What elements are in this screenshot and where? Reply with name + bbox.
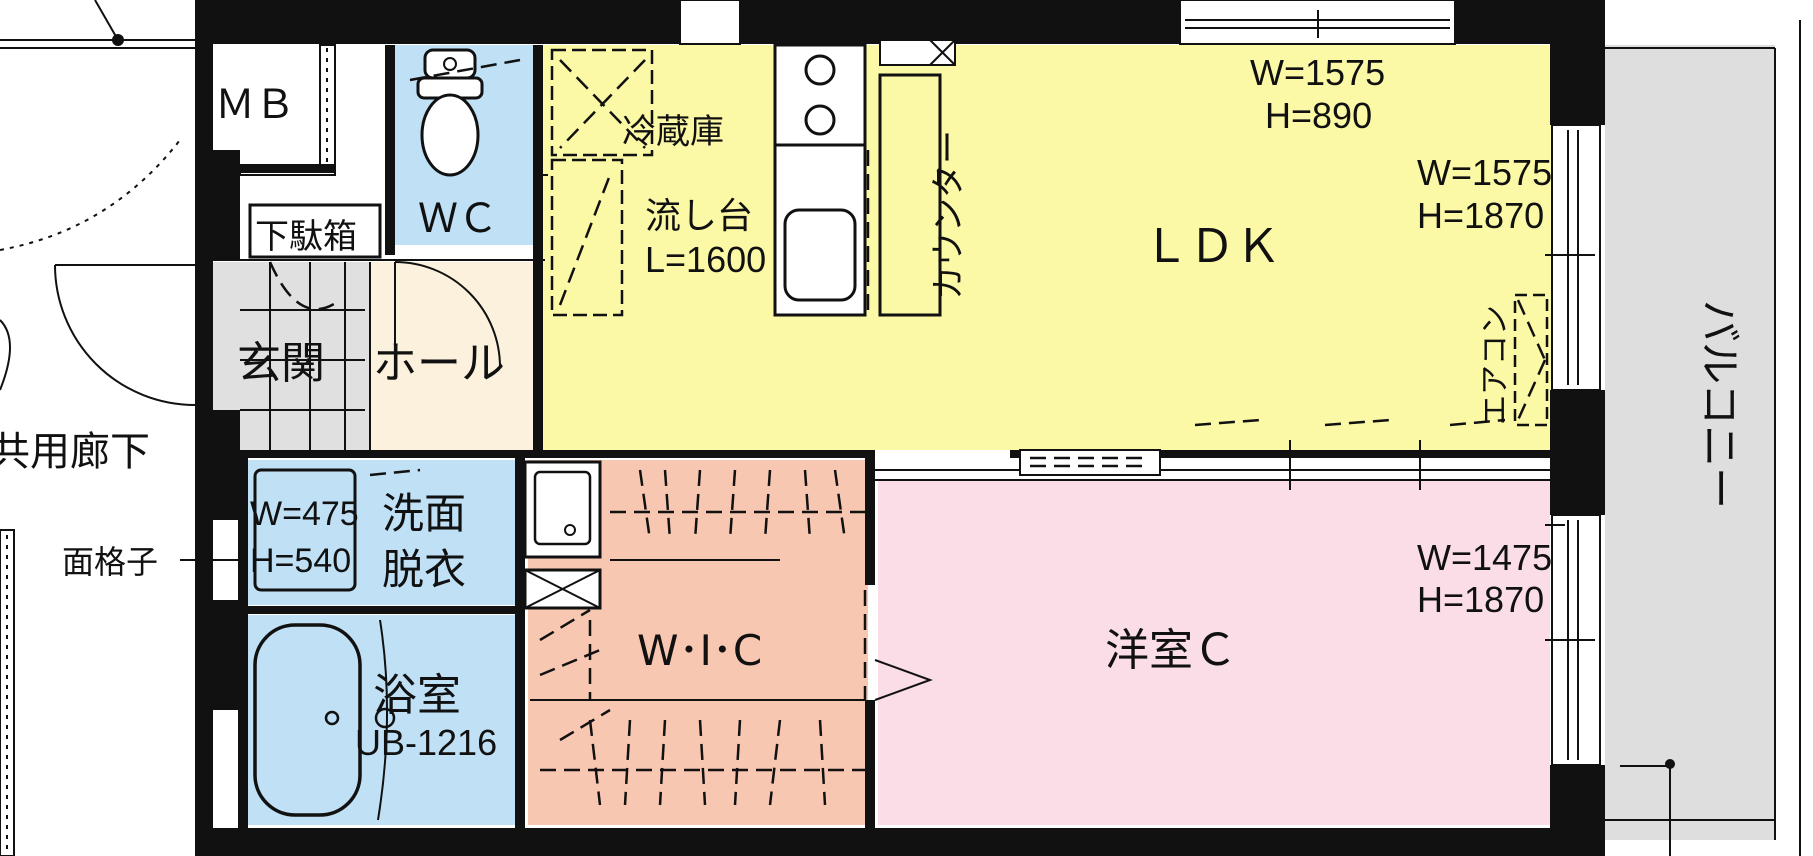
senmen-label: 洗面 <box>382 489 466 538</box>
getabako-label: 下駄箱 <box>255 217 357 257</box>
senmen-window-w: W=475 <box>250 495 359 533</box>
sliding-door-ldk <box>1019 254 1565 641</box>
reizoko-label: 冷蔵庫 <box>622 112 724 152</box>
corridor-lines <box>0 0 238 856</box>
labels: ＭＢ ＷＣ 下駄箱 玄関 ホール 共用廊下 面格子 冷蔵庫 流し台 L=1600… <box>0 52 1744 763</box>
nagashidai-label: 流し台 <box>645 196 753 237</box>
aircon-label: エアコン <box>1478 305 1513 425</box>
bath-label: 浴室 <box>373 670 461 721</box>
partitions <box>205 45 1555 830</box>
counter-label: カウンター <box>929 130 969 300</box>
ldk-right-window-w: W=1575 <box>1417 152 1552 193</box>
hall-area <box>370 262 535 450</box>
toilet-icon <box>409 48 521 177</box>
genkan-label: 玄関 <box>237 338 325 389</box>
room-fills <box>205 45 1775 840</box>
ldk-label: ＬＤＫ <box>1143 219 1281 273</box>
unit-bath-label: UB-1216 <box>355 722 497 763</box>
hall-label: ホール <box>373 338 505 389</box>
aircon-icon <box>1194 293 1549 427</box>
right-windows <box>1551 124 1601 766</box>
senmen-fixtures <box>253 460 602 610</box>
datsui-label: 脱衣 <box>382 545 466 594</box>
ldk-right-window-h: H=1870 <box>1417 195 1544 236</box>
balcony-railing <box>1605 20 1801 856</box>
yoshitsu-window-h: H=1870 <box>1417 579 1544 620</box>
wic-label: W･I･C <box>637 626 762 675</box>
balcony-area <box>1605 45 1775 840</box>
ldk-top-window-h: H=890 <box>1265 95 1372 136</box>
yoshitsu-area <box>878 480 1550 825</box>
mb-label: ＭＢ <box>215 82 295 128</box>
ldk-top-window-w: W=1575 <box>1250 52 1385 93</box>
entrance-grid <box>240 174 548 450</box>
kitchen-fixtures <box>550 39 956 317</box>
corridor-label: 共用廊下 <box>0 429 150 475</box>
wic-hangers <box>530 469 933 806</box>
mb-hatch <box>239 44 336 176</box>
yoshitsu-window-w: W=1475 <box>1417 537 1552 578</box>
top-window <box>679 0 1456 45</box>
yoshitsu-label: 洋室Ｃ <box>1105 625 1237 676</box>
wc-label: ＷＣ <box>418 196 498 242</box>
bath-fixtures <box>253 619 396 821</box>
balcony-label: バルコニー <box>1695 300 1744 509</box>
menkoshi-label: 面格子 <box>62 543 158 581</box>
mb-area <box>205 45 335 165</box>
walls <box>195 0 1605 856</box>
ldk-area <box>542 45 1552 450</box>
senmen-window-h: H=540 <box>250 542 351 580</box>
nagashidai-length: L=1600 <box>645 239 766 280</box>
